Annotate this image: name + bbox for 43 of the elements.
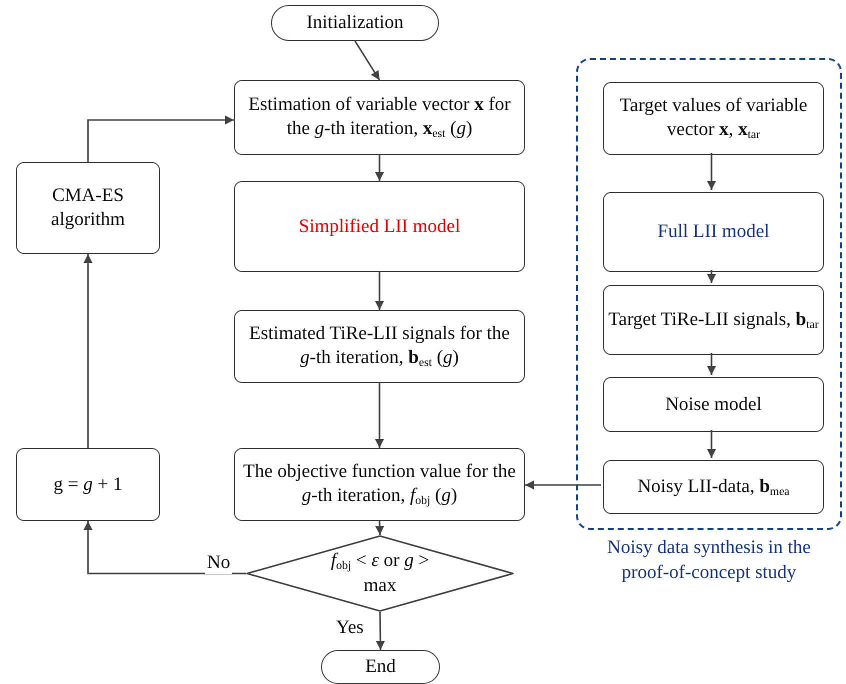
arrow xyxy=(84,254,92,448)
process-box xyxy=(603,460,824,514)
process-box xyxy=(234,181,525,272)
node-text: Target values of variable vector x, x$_{tar}$ xyxy=(618,94,808,143)
arrow xyxy=(375,383,384,448)
arrow xyxy=(375,272,384,310)
node-text: Estimation of variable vector x for the g-th iteration, x$_{est}$ (g) xyxy=(247,93,512,142)
process-box xyxy=(16,162,160,254)
node-text: Initialization xyxy=(305,11,405,35)
process-box xyxy=(234,310,525,383)
node-text: CMA-ES algorithm xyxy=(50,184,126,232)
node-text: g = g + 1 xyxy=(52,472,124,496)
group-caption: Noisy data synthesis in the proof-of-concept study xyxy=(606,536,812,585)
terminator-box xyxy=(271,5,439,41)
node-text: End xyxy=(364,655,397,679)
arrow xyxy=(87,116,234,162)
process-box xyxy=(234,448,525,521)
arrow xyxy=(707,353,716,375)
arrow xyxy=(354,40,380,80)
node-text: Full LII model xyxy=(656,220,770,244)
process-box xyxy=(603,192,824,272)
node-text: The objective function value for the g-th iteration, f$_{obj}$ (g) xyxy=(242,460,517,509)
arrow xyxy=(707,153,716,190)
process-box xyxy=(16,448,160,521)
node-text: Noisy LII-data, b$_{mea}$ xyxy=(636,474,791,500)
arrow xyxy=(525,480,601,490)
process-box xyxy=(603,82,824,155)
node-text: Noise model xyxy=(664,392,763,416)
arrow xyxy=(84,521,246,574)
condition-text: f$_{obj}$ < ε or g > max xyxy=(330,549,430,598)
arrow xyxy=(375,520,384,536)
arrow xyxy=(376,612,385,650)
edge-label: No xyxy=(205,553,232,574)
process-box xyxy=(234,80,525,155)
process-box xyxy=(603,377,824,432)
node-text: Target TiRe-LII signals, b$_{tar}$ xyxy=(607,308,820,332)
arrow xyxy=(707,430,716,458)
arrow xyxy=(707,270,716,283)
process-box xyxy=(603,285,824,355)
terminator-box xyxy=(321,650,440,684)
arrow xyxy=(375,155,384,181)
node-text: Simplified LII model xyxy=(298,214,462,238)
node-text: Estimated TiRe-LII signals for the g-th iteration, b$_{est}$ (g) xyxy=(248,322,511,371)
